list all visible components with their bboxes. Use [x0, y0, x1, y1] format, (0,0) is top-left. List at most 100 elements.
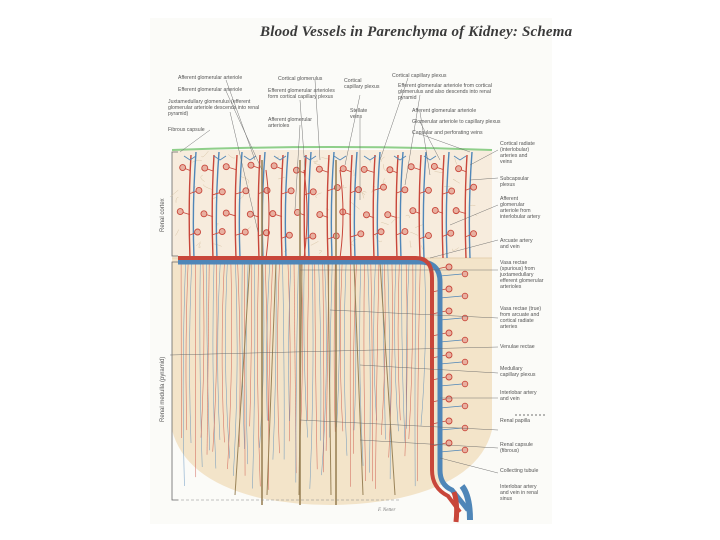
- cortical-radiate-vein: [445, 151, 450, 259]
- collecting-tubule: [266, 261, 277, 496]
- stellate-vein: [273, 155, 287, 161]
- cortical-radiate-vein: [215, 151, 220, 259]
- glomerulus: [194, 228, 202, 236]
- venule: [439, 383, 463, 387]
- vasa-recta-arterial: [277, 261, 280, 454]
- vasa-recta-arterial: [397, 261, 401, 421]
- vasa-recta-arterial: [206, 261, 210, 455]
- label-venulae-rectae: Venulae rectae: [500, 344, 535, 350]
- vasa-recta-venous: [206, 261, 210, 451]
- vasa-recta-venous: [303, 261, 308, 438]
- interlobar-vein-sinus: [459, 484, 473, 521]
- cortical-capillary-strand: [321, 156, 331, 160]
- glomerulus: [247, 161, 255, 169]
- glomerulus: [461, 314, 469, 322]
- glomerulus: [218, 188, 226, 196]
- cortical-radiate-vein: [238, 151, 243, 259]
- cortical-capillary-strand: [381, 222, 389, 225]
- glomerulus: [287, 187, 295, 195]
- stellate-vein: [333, 155, 347, 161]
- label-renal-papilla: Renal papilla: [500, 418, 530, 424]
- vasa-recta-venous: [288, 261, 292, 422]
- collecting-tubule: [353, 261, 364, 496]
- vasa-recta-arterial: [227, 261, 232, 470]
- vasa-recta-arterial: [363, 261, 366, 482]
- glomerulus: [316, 211, 324, 218]
- cortical-radiate-artery: [418, 154, 422, 259]
- cortical-radiate-vein: [468, 151, 473, 259]
- vasa-recta-venous: [182, 261, 186, 487]
- stellate-vein: [393, 155, 407, 161]
- label-arcuate-artery-vein: Arcuate artery and vein: [500, 238, 533, 250]
- glomerulus: [452, 207, 460, 215]
- vasa-recta-venous: [241, 261, 245, 450]
- cortical-capillary-strand: [203, 184, 213, 191]
- cortical-capillary-strand: [382, 178, 386, 185]
- glomerulus: [293, 166, 300, 174]
- vasa-recta-arterial: [221, 261, 225, 443]
- cortical-capillary-strand: [380, 156, 385, 162]
- cortical-capillary-strand: [192, 159, 202, 163]
- vasa-recta-arterial: [185, 261, 189, 431]
- cortical-capillary-strand: [362, 191, 367, 199]
- venule: [439, 317, 463, 321]
- stellate-vein: [363, 155, 377, 161]
- glomerulus: [445, 329, 453, 337]
- vasa-recta-venous: [282, 261, 285, 460]
- glomerulus: [241, 228, 249, 236]
- label-medullary-capillary-plexus: Medullary capillary plexus: [500, 366, 536, 378]
- vasa-recta-arterial: [388, 261, 393, 458]
- cortical-radiate-artery: [441, 154, 445, 259]
- artist-signature: F. Netter: [378, 508, 396, 513]
- vasa-recta-venous: [225, 261, 230, 459]
- cortical-radiate-artery: [257, 154, 261, 259]
- glomerulus: [445, 263, 453, 271]
- glomerulus: [355, 186, 362, 194]
- vasa-recta-venous: [367, 261, 371, 473]
- vasa-recta-venous: [259, 261, 265, 448]
- glomerulus: [270, 162, 278, 170]
- vasa-recta-arterial: [380, 261, 386, 435]
- stellate-vein: [423, 155, 437, 161]
- glomerulus: [409, 207, 417, 215]
- cortical-capillary-strand: [409, 240, 412, 248]
- cortical-capillary-strand: [452, 178, 460, 184]
- vasa-recta-arterial: [212, 261, 218, 452]
- glomerulus: [315, 165, 323, 173]
- venule: [439, 339, 463, 343]
- label-afferent-glomerular-arterioles: Afferent glomerular arterioles: [268, 117, 313, 129]
- vasa-recta-venous: [359, 261, 364, 466]
- glomerulus: [263, 187, 271, 194]
- label-vasa-rectae-true: Vasa rectae (true) from arcuate and cort…: [500, 306, 542, 330]
- vasa-recta-venous: [394, 261, 399, 432]
- label-stellate-veins: Stellate veins: [350, 108, 368, 120]
- glomerulus: [461, 380, 469, 388]
- glomerulus: [309, 188, 317, 196]
- label-cortical-radiate-vessels: Cortical radiate (interlobular) arteries…: [500, 141, 535, 165]
- glomerulus: [218, 228, 226, 236]
- cortical-capillary-strand: [353, 169, 355, 177]
- label-vasa-rectae-spurious: Vasa rectae (spurious) from juxtamedulla…: [500, 260, 544, 290]
- vasa-recta-venous: [405, 261, 410, 429]
- vasa-recta-venous: [321, 261, 327, 476]
- venule: [439, 361, 463, 365]
- glomerulus: [360, 165, 368, 173]
- vasa-recta-venous: [217, 261, 221, 440]
- cortical-radiate-vein: [192, 151, 197, 259]
- cortex-bracket: [171, 151, 178, 257]
- cortical-radiate-vein: [376, 151, 381, 259]
- vasa-recta-arterial: [333, 261, 336, 432]
- cortical-radiate-vein: [307, 151, 312, 259]
- glomerulus: [461, 402, 469, 410]
- cortical-capillary-strand: [191, 185, 196, 193]
- vasa-recta-venous: [373, 261, 377, 421]
- cortical-radiate-artery: [326, 154, 330, 259]
- cortical-capillary-strand: [318, 250, 322, 254]
- vasa-recta-venous: [232, 261, 238, 476]
- glomerulus: [445, 351, 453, 359]
- vasa-recta-arterial: [249, 261, 253, 427]
- glomerulus: [445, 285, 453, 293]
- glomerulus: [445, 417, 453, 425]
- cortical-radiate-vein: [284, 151, 289, 259]
- cortical-capillary-strand: [169, 189, 179, 198]
